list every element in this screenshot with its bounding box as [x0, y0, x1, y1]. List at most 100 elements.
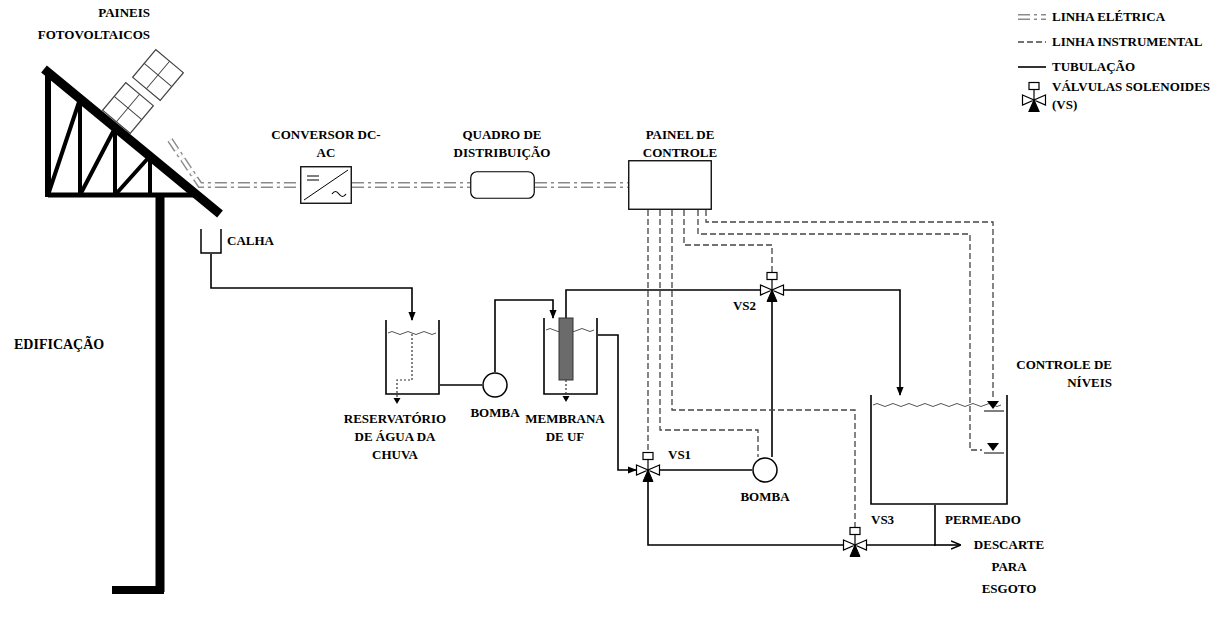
- pipe: [566, 290, 760, 318]
- node-label: BOMBA: [465, 404, 525, 422]
- panel-frame: [133, 50, 184, 101]
- node-label: VS1: [668, 446, 708, 464]
- label-holder: PAINEIS FOTOVOLTAICOS: [8, 2, 150, 46]
- electric-line-core: [535, 183, 628, 186]
- node-label: PAINEIS FOTOVOLTAICOS: [8, 2, 150, 46]
- instrument-line: [706, 210, 993, 398]
- valve-port: [767, 290, 777, 302]
- pipe: [648, 482, 843, 545]
- level-sensors: CONTROLE DE NÍVEIS: [982, 398, 1004, 462]
- valve-stem: [1033, 90, 1034, 101]
- instrument-line: [648, 210, 649, 452]
- truss-post: [45, 69, 51, 197]
- instrument-line-stroke: [684, 210, 772, 272]
- text-label: DESCARTE PARA ESGOTO: [963, 534, 1055, 600]
- valve-stem: [647, 460, 648, 471]
- electric-line-stroke: [352, 182, 470, 188]
- pipe-sample: [1018, 66, 1046, 68]
- legend-entry: VÁLVULAS SOLENOIDES (VS): [1052, 78, 1224, 114]
- drain-arrow: [563, 396, 570, 402]
- node-label: PERMEADO: [945, 511, 1045, 529]
- rainwater-tank: RESERVATÓRIO DE ÁGUA DA CHUVA: [385, 320, 440, 395]
- level-sensor: [987, 443, 999, 451]
- electric-line-core: [352, 183, 470, 186]
- instrument-line-stroke: [660, 210, 758, 457]
- legend-label: TUBULAÇÃO: [1052, 58, 1224, 76]
- solenoid-valve-symbol: [760, 272, 784, 302]
- electric-line: [170, 140, 300, 185]
- ac-symbol: [332, 192, 346, 197]
- membrane-tank: MEMBRANA DE UF: [543, 318, 598, 395]
- instrument-line-stroke: [706, 210, 993, 398]
- wall: [156, 195, 165, 592]
- uf-membrane: [559, 318, 573, 380]
- label-holder: PERMEADO: [945, 511, 1045, 529]
- dc-ac-converter: CONVERSOR DC-AC: [300, 166, 352, 204]
- tank-outline: [544, 318, 597, 394]
- node-label: QUADRO DE DISTRIBUIÇÃO: [437, 126, 567, 162]
- pipe: [784, 290, 900, 395]
- discharge-arrow: [934, 544, 960, 546]
- label-holder: PAINEL DE CONTROLE: [615, 126, 745, 162]
- valve-stem: [854, 535, 855, 546]
- pump-symbol: [752, 457, 778, 483]
- legend-samples: [1018, 17, 1046, 112]
- distribution-board: QUADRO DE DISTRIBUIÇÃO: [470, 171, 535, 199]
- pump-symbol: [482, 372, 508, 398]
- solenoid-valve: VS1: [636, 452, 660, 482]
- node-label: VS2: [722, 297, 756, 315]
- pipe-stroke: [660, 469, 752, 471]
- converter-diagonal: [304, 170, 348, 200]
- water-level: [873, 404, 1001, 407]
- level-mark: [984, 453, 1004, 454]
- converter-box: [301, 167, 352, 204]
- pipe-stroke: [598, 335, 636, 470]
- dc-symbol: [307, 176, 319, 180]
- board-box: [471, 172, 535, 199]
- valve-actuator: [643, 453, 653, 460]
- node-label: RESERVATÓRIO DE ÁGUA DA CHUVA: [335, 410, 455, 464]
- label-holder: VS1: [668, 446, 708, 464]
- pipe-stroke: [784, 290, 900, 395]
- electric-line-core: [170, 140, 300, 185]
- valve-actuator: [1029, 83, 1039, 90]
- node-label: PAINEL DE CONTROLE: [615, 126, 745, 162]
- solar-panel: [103, 83, 154, 134]
- label-holder: VS3: [871, 511, 911, 529]
- pump-symbol: [483, 373, 507, 397]
- panel-grid: [103, 83, 154, 134]
- solar-panel: [133, 50, 184, 101]
- electric-line-sample-core: [1018, 15, 1046, 18]
- truss-chord: [48, 193, 198, 198]
- gutter-symbol: [200, 228, 222, 254]
- legend-entry: LINHA INSTRUMENTAL: [1052, 33, 1224, 51]
- drain-line: [565, 380, 566, 396]
- valve-stem: [771, 280, 772, 291]
- label-holder: VS2: [722, 297, 756, 315]
- node-label: BOMBA: [735, 488, 795, 506]
- gutter: CALHA: [200, 228, 222, 254]
- dc-ac-converter-symbol: [300, 166, 352, 204]
- valve-port: [1029, 100, 1039, 112]
- discharge-label: DESCARTE PARA ESGOTO: [963, 534, 1055, 600]
- control-panel: PAINEL DE CONTROLE: [628, 160, 712, 210]
- drain-line: [397, 334, 412, 398]
- node-label: CALHA: [227, 232, 297, 250]
- valve-port: [850, 545, 860, 557]
- text-label: EDIFICAÇÃO: [14, 336, 144, 354]
- solenoid-valve: VS3: [843, 527, 867, 557]
- roof: [44, 69, 220, 214]
- label-holder: CALHA: [227, 232, 297, 250]
- pipe: [211, 254, 412, 320]
- instrument-line-stroke: [698, 210, 982, 450]
- label-holder: BOMBA: [465, 404, 525, 422]
- pipe-stroke: [771, 302, 773, 457]
- drain-arrow: [394, 398, 401, 404]
- pump: BOMBA: [482, 372, 508, 398]
- label-holder: CONTROLE DE NÍVEIS: [1000, 356, 1112, 392]
- legend-entry: TUBULAÇÃO: [1052, 58, 1224, 76]
- valve-sample: [1023, 83, 1046, 112]
- pump-symbol: [753, 458, 777, 482]
